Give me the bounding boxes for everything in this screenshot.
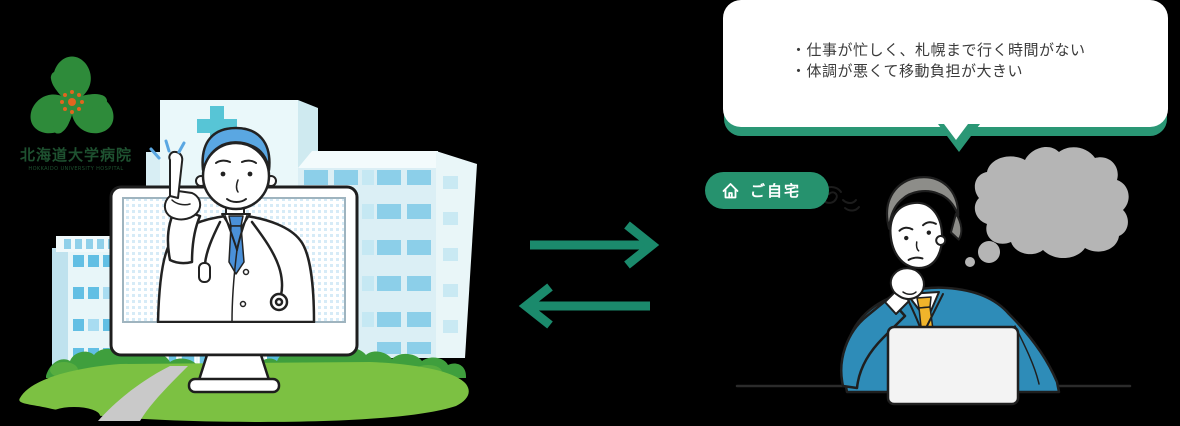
- worried-man-illustration: [735, 146, 1132, 406]
- speech-line-2: ・体調が悪くて移動負担が大きい: [791, 62, 1024, 80]
- speech-bubble: ・仕事が忙しく、札幌まで行く時間がない ・体調が悪くて移動負担が大きい: [723, 0, 1168, 127]
- home-badge-label: ご自宅: [750, 182, 802, 200]
- man-face: [889, 201, 944, 270]
- index-finger: [168, 150, 184, 199]
- raised-arm: [166, 206, 202, 265]
- walkway: [98, 366, 188, 421]
- home-badge: ご自宅: [705, 172, 829, 209]
- man-fist: [889, 267, 925, 300]
- right-wing-windows: [304, 170, 458, 354]
- laptop: [886, 325, 1020, 406]
- monitor-stand: [187, 353, 281, 394]
- speech-bubble-tail: [935, 112, 980, 152]
- stethoscope-icon: [198, 220, 289, 312]
- left-arrow-icon: [518, 283, 650, 329]
- confused-squiggle-icon: [820, 186, 860, 212]
- thought-bubble: [965, 146, 1129, 267]
- home-icon: [722, 182, 739, 198]
- speech-line-1: ・仕事が忙しく、札幌まで行く時間がない: [791, 41, 1086, 59]
- doctor-hair: [201, 126, 271, 172]
- logo-flower-icon: [30, 56, 114, 134]
- emphasis-sparks: [149, 139, 186, 160]
- logo-subtitle: HOKKAIDO UNIVERSITY HOSPITAL: [28, 166, 124, 172]
- exchange-arrows: [518, 221, 660, 329]
- logo-title: 北海道大学病院: [19, 146, 132, 164]
- right-arrow-icon: [530, 221, 660, 269]
- doctor-tie: [228, 215, 245, 275]
- hospital-illustration: [19, 100, 477, 425]
- man-head: [886, 176, 963, 270]
- hospital-logo: 北海道大学病院 HOKKAIDO UNIVERSITY HOSPITAL: [10, 56, 142, 172]
- man-hair: [886, 176, 960, 230]
- doctor-illustration: [149, 126, 316, 323]
